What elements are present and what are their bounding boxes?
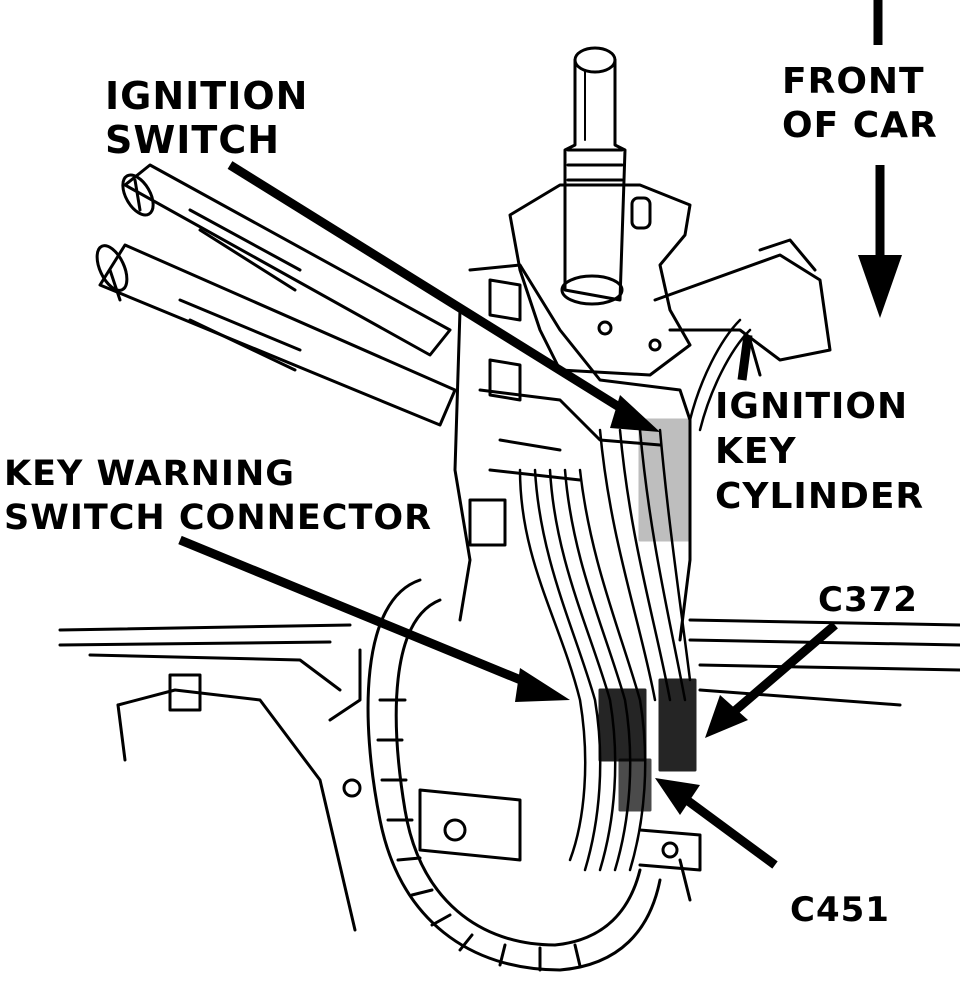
ignition-switch-arrowhead (610, 395, 660, 432)
label-ignition-key-cylinder: IGNITION KEY CYLINDER (715, 384, 924, 519)
connectors (598, 418, 697, 812)
c372-arrowhead (705, 695, 748, 738)
key-warning-arrowhead (515, 668, 570, 702)
column-flange (508, 183, 692, 377)
steering-shaft (560, 46, 627, 306)
key-warning-arrow (178, 535, 547, 695)
label-line: KEY WARNING (4, 454, 295, 494)
label-line: SWITCH CONNECTOR (4, 498, 433, 538)
harness-loop (366, 578, 662, 972)
label-ignition-switch: IGNITION SWITCH (105, 74, 308, 162)
label-c451: C451 (790, 890, 890, 930)
label-line: OF CAR (782, 105, 938, 146)
c372-arrow (727, 621, 838, 719)
dashboard-frame (58, 618, 960, 932)
front-arrowhead (858, 255, 902, 318)
callout-arrows (178, 0, 885, 869)
lower-bracket (418, 788, 702, 872)
label-c372: C372 (818, 580, 918, 620)
arrow-heads (515, 255, 902, 815)
label-line: IGNITION (715, 386, 909, 427)
c451-arrowhead (655, 778, 700, 815)
label-line: FRONT (782, 61, 925, 102)
label-front-of-car: FRONT OF CAR (782, 60, 938, 148)
label-line: KEY (715, 431, 797, 472)
label-line: CYLINDER (715, 476, 925, 517)
label-key-warning-switch-connector: KEY WARNING SWITCH CONNECTOR (4, 452, 432, 540)
key-cylinder-arrow (737, 334, 753, 381)
label-line: IGNITION (105, 74, 309, 118)
label-line: SWITCH (105, 118, 281, 162)
ignition-switch-arrow (227, 161, 643, 424)
right-bracket (653, 238, 832, 377)
c451-arrow (677, 791, 778, 869)
turn-signal-levers (95, 163, 457, 427)
